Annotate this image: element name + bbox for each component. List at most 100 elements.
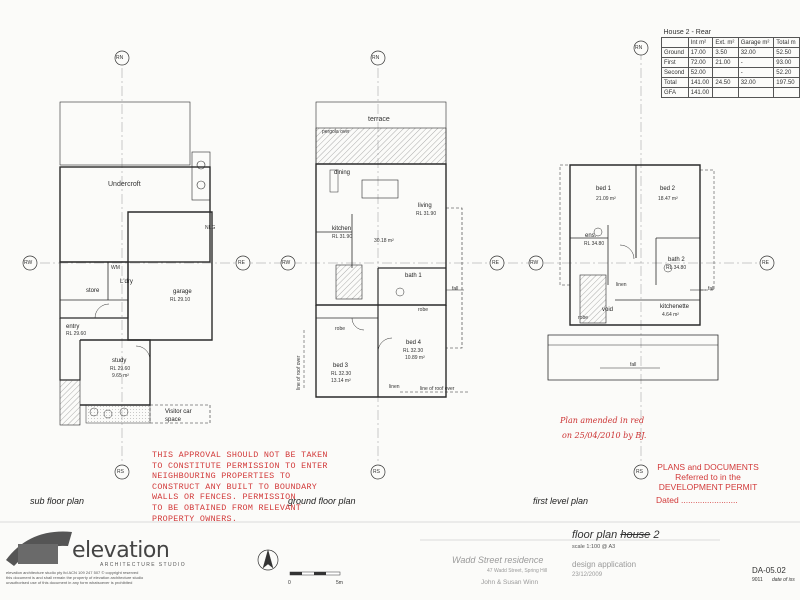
grid-label: RW: [24, 260, 33, 266]
grid-marker-rn-2: [370, 50, 386, 66]
handwritten-amendment: Plan amended in red on 25/04/2010 by BJ.: [560, 416, 646, 440]
visitor-car-space: Visitor car space: [165, 409, 192, 423]
stamp-line: Referred to in the: [675, 472, 741, 482]
room-living: living: [418, 203, 432, 209]
room-bed-3: bed 3: [333, 363, 349, 369]
robe-label: robe: [578, 315, 589, 321]
room-entry: entry: [66, 324, 80, 330]
fine-print-line: unauthorised use of this document in any…: [6, 580, 133, 585]
grid-marker-rw-2: [280, 255, 296, 271]
room-store: store: [86, 288, 100, 294]
cell: [712, 87, 739, 98]
sheet-number: DA-05.02: [752, 566, 786, 575]
room-kitchenette-area: 4.64 m²: [662, 312, 679, 318]
grid-label: RS: [117, 469, 124, 475]
elevation-logo-subtitle: ARCHITECTURE STUDIO: [100, 562, 187, 568]
copyright-fine-print: elevation architecture studio pty ltd AC…: [6, 570, 176, 585]
grid-marker-rs-3: [633, 464, 649, 480]
nlg-label: NLG: [205, 225, 216, 231]
room-study-area: 9.65 m²: [112, 373, 129, 379]
elevation-logo-icon: [6, 531, 72, 566]
room-living-rl: RL 31.90: [416, 211, 437, 217]
approval-line: TO BE OBTAINED FROM RELEVANT: [152, 502, 302, 513]
room-bed-2: bed 2: [660, 186, 676, 192]
fall-arrows: [446, 289, 706, 369]
grid-label: RE: [492, 260, 499, 266]
grid-markers: [22, 40, 775, 480]
room-bed-3-rl: RL 32.30: [331, 371, 352, 377]
room-wm: WM: [111, 265, 120, 271]
grid-marker-re-2: [489, 255, 505, 271]
area-table: House 2 - Rear Int m² Ext. m² Garage m² …: [661, 28, 800, 98]
sub-floor-plan-lines: [59, 101, 213, 426]
area-table-header: Int m² Ext. m² Garage m² Total m: [661, 37, 800, 48]
grid-marker-re-3: [759, 255, 775, 271]
cell: GFA: [661, 87, 689, 98]
fine-print-line: this document is and shall remain the pr…: [6, 575, 144, 580]
room-bed-4: bed 4: [406, 340, 422, 346]
sub-floor-plan-title: sub floor plan: [30, 496, 85, 506]
first-level-plan-lines: [547, 164, 719, 381]
ground-floor-plan-lines: [303, 101, 470, 398]
drawing-scale: scale 1:100 @ A3: [572, 544, 616, 550]
approval-conditions: THIS APPROVAL SHOULD NOT BE TAKEN TO CON…: [152, 450, 352, 524]
room-study: study: [112, 358, 127, 364]
drawing-title: floor plan house 2: [572, 529, 660, 541]
handwritten-line: Plan amended in red: [560, 416, 645, 425]
line-of-roof-bottom: line of roof over: [420, 386, 455, 392]
room-laundry: L'dry: [120, 279, 133, 285]
project-address: 47 Wadd Street, Spring Hill: [487, 568, 548, 574]
room-terrace: terrace: [368, 116, 390, 123]
elevation-logo-word: elevation: [72, 538, 170, 563]
project-name: Wadd Street residence: [452, 555, 544, 565]
stamp-line: DEVELOPMENT PERMIT: [658, 482, 758, 492]
grid-label: RN: [635, 45, 643, 51]
date-of-issue-label: date of iss: [772, 577, 795, 583]
development-permit-stamp: PLANS and DOCUMENTS Referred to in the D…: [646, 462, 770, 505]
job-number: 9011: [752, 577, 763, 583]
approval-line: THIS APPROVAL SHOULD NOT BE TAKEN: [152, 450, 328, 460]
approval-line: TO CONSTITUTE PERMISSION TO ENTER: [152, 460, 328, 471]
design-stage: design application: [572, 560, 637, 569]
grid-marker-rn-1: [114, 50, 130, 66]
linen-label: linen: [616, 282, 627, 288]
room-kitchen: kitchen: [332, 226, 352, 232]
room-bath-1: bath 1: [405, 273, 422, 279]
room-garage-rl: RL 29.10: [170, 297, 191, 303]
scale-bar-start: 0: [288, 580, 291, 586]
fall-label: fall: [708, 286, 715, 292]
grid-marker-rs-2: [370, 464, 386, 480]
grid-label: RN: [372, 55, 380, 61]
fall-label: fall: [630, 362, 637, 368]
grid-marker-rw-3: [528, 255, 544, 271]
room-ensuite: ens.: [585, 233, 597, 239]
room-study-rl: RL 29.60: [110, 366, 131, 372]
void-label: void: [602, 307, 614, 313]
approval-line: NEIGHBOURING PROPERTIES TO: [152, 471, 291, 482]
fine-print-line: elevation architecture studio pty ltd AC…: [6, 570, 139, 575]
grid-marker-rw-1: [22, 255, 38, 271]
cell: [773, 87, 800, 98]
approval-line: CONSTRUCT ANY BUILT TO BOUNDARY: [152, 481, 318, 492]
grid-label: RS: [373, 469, 380, 475]
room-bed-3-area: 13.14 m²: [331, 378, 351, 384]
grid-marker-rn-3: [633, 40, 649, 56]
client-name: John & Susan Winn: [481, 579, 539, 586]
room-ensuite-rl: RL 34.80: [584, 241, 605, 247]
room-kitchenette: kitchenette: [660, 304, 690, 310]
grid-label: RW: [530, 260, 539, 266]
fall-label: fall: [452, 286, 459, 292]
scale-bar-end: 5m: [336, 580, 343, 586]
pergola-label: pergola over: [322, 129, 350, 135]
grid-marker-re-1: [235, 255, 251, 271]
robe-label: robe: [335, 326, 346, 332]
stamp-dated: Dated ........................: [656, 495, 738, 505]
title-block-rules: [0, 521, 800, 541]
room-bed-1-area: 21.09 m²: [596, 196, 616, 202]
linen-label: linen: [389, 384, 400, 390]
robe-label: robe: [418, 307, 429, 313]
stamp-line: PLANS and DOCUMENTS: [657, 462, 759, 472]
